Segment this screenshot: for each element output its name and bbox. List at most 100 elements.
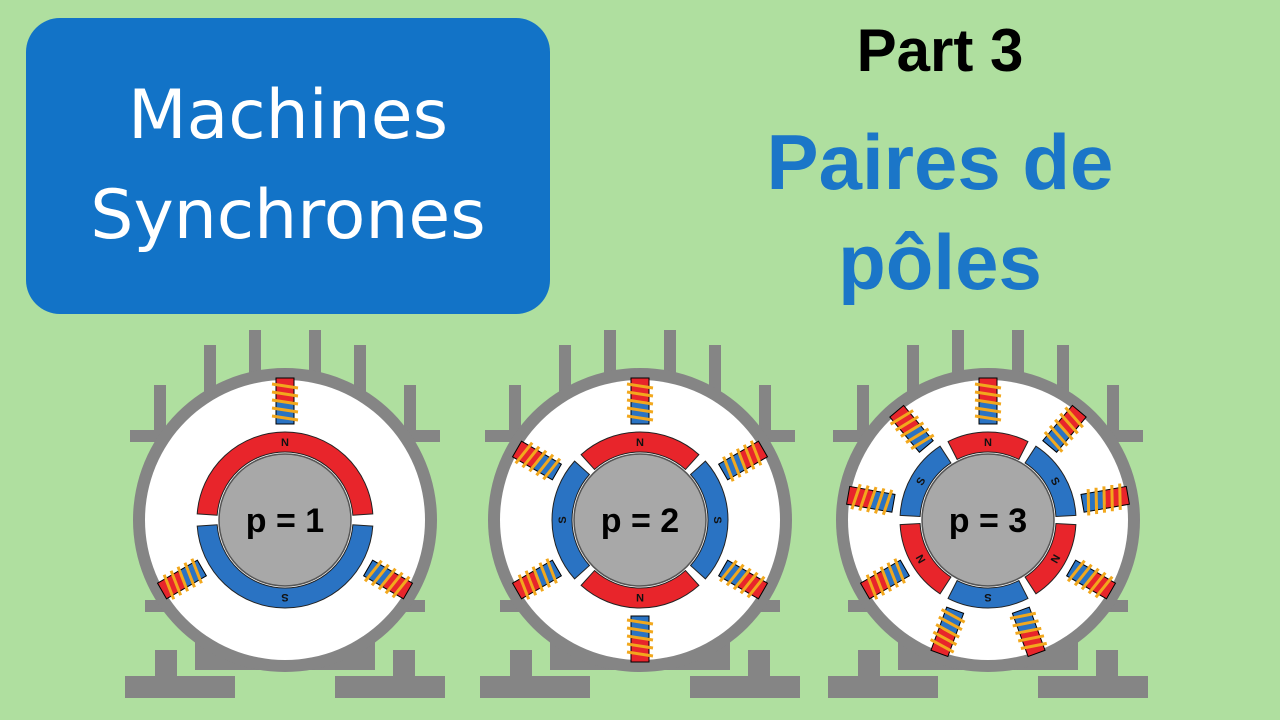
cooling-fin xyxy=(404,385,416,435)
cooling-fin xyxy=(249,330,261,380)
frame-lug-left xyxy=(833,430,863,442)
coil-winding xyxy=(626,634,654,642)
rotor-pole-south xyxy=(551,460,591,580)
coil-winding xyxy=(162,574,176,600)
coil-winding xyxy=(1020,641,1048,650)
coil-winding xyxy=(874,487,886,514)
pole-label-north: N xyxy=(636,591,644,603)
stator-coil xyxy=(846,483,896,516)
cooling-fin xyxy=(309,330,321,380)
coil-winding xyxy=(626,642,654,650)
frame-foot-left xyxy=(480,676,590,698)
stator-coil xyxy=(362,559,414,600)
coil-winding xyxy=(190,558,203,584)
coil-winding xyxy=(1012,619,1039,628)
stator-coil xyxy=(1080,483,1130,516)
coil-winding xyxy=(1059,412,1079,435)
coil-winding xyxy=(169,570,183,596)
cooling-fin xyxy=(154,385,166,435)
coil-slot-top xyxy=(1102,485,1130,509)
coil-winding xyxy=(370,563,390,587)
frame-leg-left xyxy=(510,650,532,680)
coil-winding xyxy=(729,452,742,478)
coil-winding xyxy=(271,406,299,414)
coil-winding xyxy=(866,486,878,513)
frame-foot-right xyxy=(335,676,445,698)
title-line-1: Machines xyxy=(127,76,449,155)
coil-winding xyxy=(521,445,541,469)
pole-label-south: S xyxy=(281,591,288,603)
cooling-fin xyxy=(709,345,721,395)
coil-winding xyxy=(384,571,404,595)
frame-leg-left xyxy=(155,650,177,680)
stator-coil xyxy=(859,558,911,600)
frame-foot-right xyxy=(1038,676,1148,698)
frame-foot-left xyxy=(125,676,235,698)
coil-winding xyxy=(935,623,960,639)
cooling-fin xyxy=(354,345,366,395)
frame-leg-right xyxy=(748,650,770,680)
frame-lug-right xyxy=(1113,430,1143,442)
coil-slot-bottom xyxy=(275,401,295,425)
coil-slot-top xyxy=(630,637,650,663)
coil-slot-top xyxy=(275,377,295,403)
coil-winding xyxy=(528,449,548,473)
cooling-fin xyxy=(759,385,771,435)
coil-winding xyxy=(974,382,1002,390)
coil-winding xyxy=(271,382,299,390)
stator-coil xyxy=(1042,404,1087,453)
coil-winding xyxy=(535,453,555,477)
coil-winding xyxy=(626,382,654,390)
coil-winding xyxy=(626,650,654,658)
frame-lug-right xyxy=(410,430,440,442)
coil-winding xyxy=(271,390,299,398)
pole-pair-label: p = 3 xyxy=(949,502,1027,540)
coil-winding xyxy=(1118,483,1122,510)
coil-winding xyxy=(974,398,1002,406)
title-box: Machines Synchrones xyxy=(26,18,550,314)
coil-winding xyxy=(749,440,763,466)
stator-coil xyxy=(1065,559,1117,600)
coil-winding xyxy=(905,427,930,444)
coil-winding xyxy=(1094,487,1099,515)
cooling-fin xyxy=(1107,385,1119,435)
coil-winding xyxy=(736,448,749,474)
frame-leg-left xyxy=(858,650,880,680)
rotor-core xyxy=(218,453,352,587)
frame-foot-right xyxy=(690,676,800,698)
frame-foot-left xyxy=(828,676,938,698)
cooling-fin xyxy=(907,345,919,395)
coil-slot-bottom xyxy=(1080,490,1107,513)
stator-coil xyxy=(511,440,563,481)
rotor-pole-north xyxy=(947,431,1029,461)
coil-winding xyxy=(514,441,534,465)
topic-line-2: pôles xyxy=(838,218,1042,306)
frame-lug-right xyxy=(765,430,795,442)
coil-winding xyxy=(886,562,899,588)
coil-winding xyxy=(974,414,1002,422)
coil-winding xyxy=(974,390,1002,398)
coil-winding xyxy=(865,574,879,600)
coil-winding xyxy=(879,566,892,592)
coil-winding xyxy=(732,567,752,591)
coil-winding xyxy=(1017,634,1045,643)
cooling-fin xyxy=(604,330,616,380)
cooling-fin xyxy=(509,385,521,435)
coil-winding xyxy=(739,571,759,595)
coil-winding xyxy=(626,406,654,414)
coil-winding xyxy=(391,575,411,599)
pole-pair-label: p = 2 xyxy=(601,502,679,540)
stator-coil xyxy=(156,558,208,600)
coil-winding xyxy=(1015,626,1042,635)
title-line-2: Synchrones xyxy=(90,176,486,255)
part-label: Part 3 xyxy=(856,17,1024,84)
rotor-core xyxy=(921,453,1055,587)
coil-winding xyxy=(1102,486,1106,513)
coil-winding xyxy=(626,626,654,634)
pole-label-south: S xyxy=(711,516,723,523)
coil-winding xyxy=(531,566,544,592)
coil-winding xyxy=(893,558,906,584)
coil-winding xyxy=(1043,430,1064,453)
coil-slot-bottom xyxy=(630,401,650,425)
coil-winding xyxy=(929,638,955,654)
